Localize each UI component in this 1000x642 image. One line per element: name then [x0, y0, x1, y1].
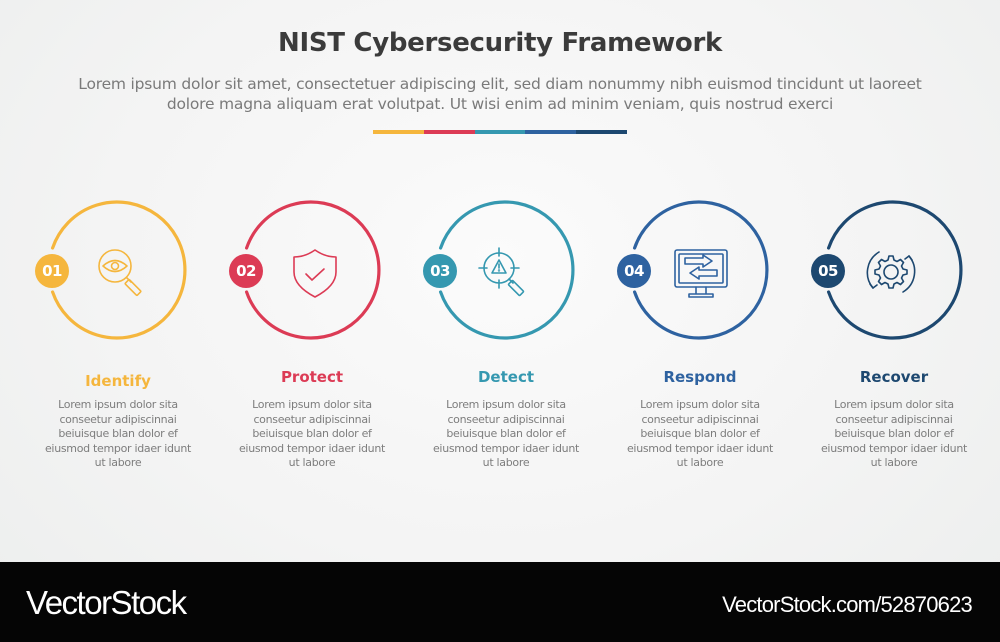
- color-bar-segment-3: [474, 130, 526, 134]
- gear-cycle-icon: [866, 251, 916, 293]
- step-ring: 03: [409, 200, 603, 345]
- color-bar-segment-4: [525, 130, 577, 134]
- infographic-canvas: NIST Cybersecurity Framework Lorem ipsum…: [21, 28, 991, 480]
- step-description: Lorem ipsum dolor sita conseetur adipisc…: [238, 398, 386, 469]
- color-bar-segment-5: [576, 130, 627, 134]
- step-number-badge: 02: [229, 254, 263, 288]
- step-detect: 03 Detect Lorem ipsum dolor sita conseet…: [409, 200, 603, 480]
- step-description: Lorem ipsum dolor sita conseetur adipisc…: [626, 398, 774, 469]
- color-bar-segment-1: [373, 130, 424, 134]
- step-title: Detect: [477, 368, 535, 386]
- page-title: NIST Cybersecurity Framework: [277, 28, 723, 58]
- step-description: Lorem ipsum dolor sita conseetur adipisc…: [44, 398, 192, 469]
- watermark-footer: VectorStock VectorStock.com/52870623: [0, 562, 1000, 642]
- step-number-badge: 03: [423, 254, 457, 288]
- step-description: Lorem ipsum dolor sita conseetur adipisc…: [820, 398, 968, 469]
- step-title: Recover: [859, 368, 929, 386]
- step-ring: 05: [797, 200, 991, 345]
- page-subtitle: Lorem ipsum dolor sit amet, consectetuer…: [78, 75, 922, 113]
- target-warning-magnifier-icon: [478, 247, 525, 297]
- shield-check-icon: [293, 249, 337, 298]
- step-ring: 04: [603, 200, 797, 345]
- step-identify: 01 Identify Lorem ipsum dolor sita conse…: [21, 200, 215, 480]
- step-protect: 02 Protect Lorem ipsum dolor sita consee…: [215, 200, 409, 480]
- brand-logo-text: VectorStock: [26, 584, 187, 621]
- step-ring: 01: [21, 200, 215, 345]
- step-recover: 05 Recover Lorem ipsum dolor sita consee…: [797, 200, 991, 480]
- step-number-badge: 04: [617, 254, 651, 288]
- magnifier-eye-icon: [98, 249, 142, 297]
- step-description: Lorem ipsum dolor sita conseetur adipisc…: [432, 398, 580, 469]
- step-respond: 04 Respond Lorem ipsum dolor sita consee…: [603, 200, 797, 480]
- step-title: Identify: [85, 372, 151, 390]
- color-divider-bar: [373, 130, 627, 134]
- step-ring: 02: [215, 200, 409, 345]
- step-title: Respond: [663, 368, 737, 386]
- step-title: Protect: [280, 368, 344, 386]
- color-bar-segment-2: [423, 130, 475, 134]
- step-number-badge: 05: [811, 254, 845, 288]
- step-number-badge: 01: [35, 254, 69, 288]
- monitor-exchange-arrows-icon: [674, 249, 728, 298]
- image-reference: VectorStock.com/52870623: [722, 592, 973, 617]
